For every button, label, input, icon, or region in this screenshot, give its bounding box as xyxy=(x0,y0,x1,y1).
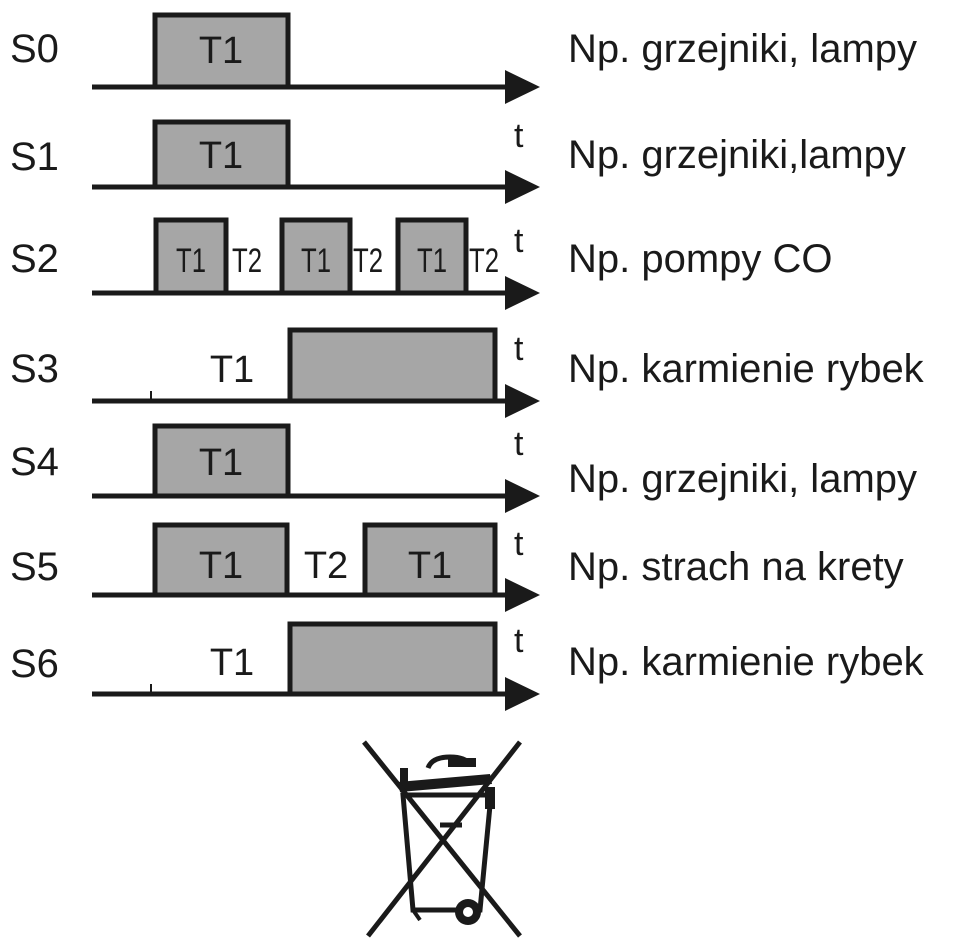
pulse-t1-s1 xyxy=(152,119,291,190)
description-s4: Np. grzejniki, lampy xyxy=(568,457,917,501)
delay-label-s6: T1 xyxy=(210,642,254,684)
bin-leg xyxy=(411,908,422,922)
pause-label-s2-2: T2 xyxy=(353,242,383,280)
pulse-t1-s4 xyxy=(152,423,291,499)
arrow-s6 xyxy=(505,677,540,711)
bin-icon-background xyxy=(305,730,583,939)
pulse-label-s5-1: T1 xyxy=(199,545,243,587)
mode-label-s5: S5 xyxy=(10,545,59,589)
pause-label-s5-1: T2 xyxy=(304,545,348,587)
bin-lid-hinge-left xyxy=(400,768,408,784)
row-s3: S3 T1 t Np. karmienie rybek xyxy=(10,327,925,418)
mode-label-s3: S3 xyxy=(10,347,59,391)
time-symbol-s5: t xyxy=(514,525,524,563)
pulse-t1-s2-3 xyxy=(395,217,469,296)
description-s6: Np. karmienie rybek xyxy=(568,640,925,684)
description-s3: Np. karmienie rybek xyxy=(568,347,925,391)
pause-label-s2-3: T2 xyxy=(469,242,499,280)
row-s5: S5 T1 T2 T1 t Np. strach na krety xyxy=(10,522,904,612)
arrow-s3 xyxy=(505,384,540,418)
row-s1: S1 T1 t Np. grzejniki,lampy xyxy=(10,117,906,204)
pulse-label-s2-2: T1 xyxy=(301,242,331,280)
arrow-s5 xyxy=(505,578,540,612)
pulse-label-s1-1: T1 xyxy=(199,135,243,177)
pulse-label-s2-3: T1 xyxy=(417,242,447,280)
mode-label-s1: S1 xyxy=(10,135,59,179)
pulse-label-s0-1: T1 xyxy=(199,30,243,72)
pulse-label-s5-2: T1 xyxy=(408,545,452,587)
row-s4: S4 T1 t Np. grzejniki, lampy xyxy=(10,423,917,513)
output-on-s3 xyxy=(287,327,498,404)
cross-line-2 xyxy=(366,740,522,938)
description-s1: Np. grzejniki,lampy xyxy=(568,133,906,177)
pulse-t1-s5-2 xyxy=(362,522,498,598)
time-symbol-s1: t xyxy=(514,117,524,155)
row-s2: S2 T1 T2 T1 T2 T1 T2 t Np. pompy CO xyxy=(10,217,833,310)
arrow-s0 xyxy=(505,70,540,104)
row-s6: S6 T1 t Np. karmienie rybek xyxy=(10,621,925,711)
pulse-t1-s5-1 xyxy=(152,522,290,598)
pulse-label-s4-1: T1 xyxy=(199,442,243,484)
time-symbol-s3: t xyxy=(514,330,524,368)
arrow-s1 xyxy=(505,170,540,204)
pause-label-s2-1: T2 xyxy=(232,242,262,280)
pulse-label-s2-1: T1 xyxy=(176,242,206,280)
bin-handle-grip xyxy=(448,758,476,767)
row-s0: S0 T1 Np. grzejniki, lampy xyxy=(10,12,917,104)
mode-label-s4: S4 xyxy=(10,440,59,484)
pulse-t1-s2-2 xyxy=(279,217,353,296)
mode-label-s2: S2 xyxy=(10,237,59,281)
description-s5: Np. strach na krety xyxy=(568,545,904,589)
crossed-out-wheelie-bin-icon xyxy=(305,730,583,939)
description-s2: Np. pompy CO xyxy=(568,237,833,281)
time-symbol-s2: t xyxy=(514,222,524,260)
description-s0: Np. grzejniki, lampy xyxy=(568,27,917,71)
pulse-t1-s2-1 xyxy=(153,217,229,296)
mode-label-s0: S0 xyxy=(10,27,59,71)
bin-wheel-hub xyxy=(463,907,473,917)
mode-label-s6: S6 xyxy=(10,642,59,686)
time-symbol-s6: t xyxy=(514,622,524,660)
bin-lid xyxy=(398,774,492,792)
arrow-s2 xyxy=(505,276,540,310)
time-symbol-s4: t xyxy=(514,425,524,463)
delay-label-s3: T1 xyxy=(210,349,254,391)
output-on-s6 xyxy=(287,621,498,697)
arrow-s4 xyxy=(505,479,540,513)
